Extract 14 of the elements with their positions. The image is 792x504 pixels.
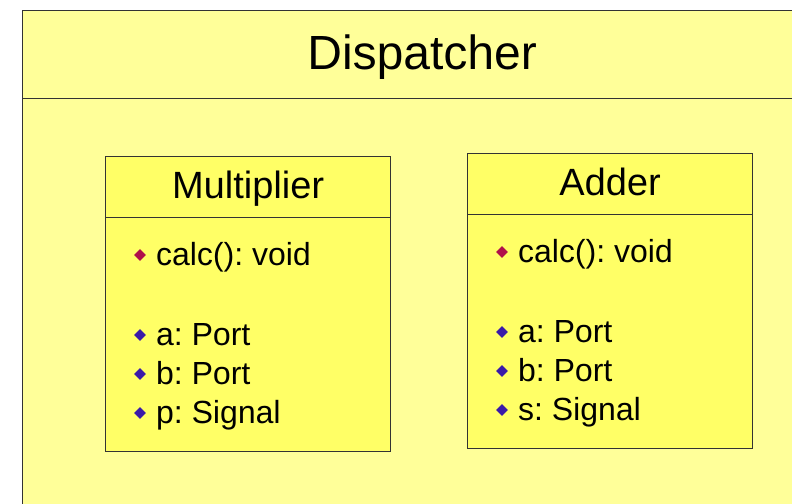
class-box xyxy=(467,153,753,449)
attribute-text: b: Port xyxy=(156,356,250,392)
attribute-text: b: Port xyxy=(518,353,612,388)
package-box xyxy=(22,10,792,504)
method-text: calc(): void xyxy=(518,234,673,270)
method-text: calc(): void xyxy=(156,237,311,272)
class-title: Multiplier xyxy=(172,166,324,208)
attribute-text: a: Port xyxy=(518,314,612,350)
attribute-text: a: Port xyxy=(156,317,250,352)
class-title: Adder xyxy=(559,163,661,205)
package-title: Dispatcher xyxy=(307,28,537,81)
attribute-text: s: Signal xyxy=(518,392,641,428)
class-box xyxy=(105,156,391,452)
attribute-text: p: Signal xyxy=(156,395,281,430)
